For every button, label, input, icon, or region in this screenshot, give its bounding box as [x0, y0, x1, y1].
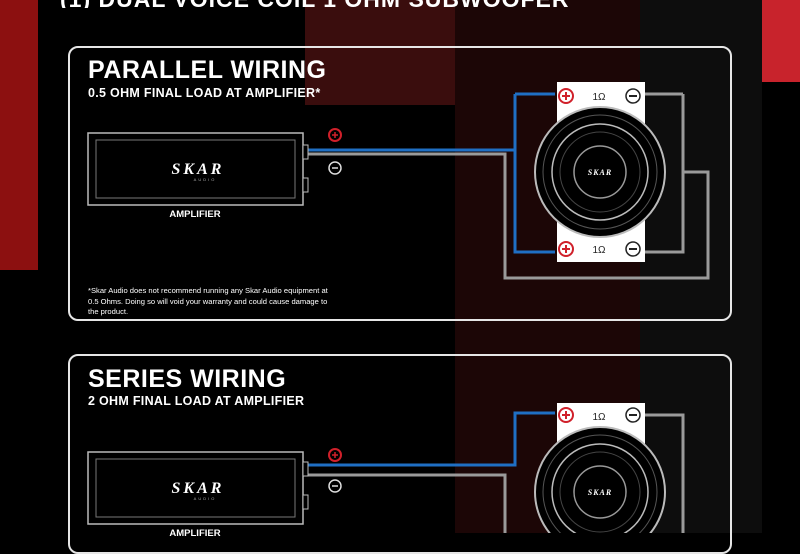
svg-text:1Ω: 1Ω: [592, 92, 606, 103]
wiring-diagram: SKAR AUDIO SKAR 1Ω 1Ω: [87, 82, 710, 533]
subwoofer-terminal-bottom: 1Ω: [558, 241, 641, 257]
background-red-bar-right: [762, 0, 800, 82]
subwoofer: SKAR: [534, 82, 666, 262]
plus-terminal-icon: [328, 128, 342, 142]
svg-text:SKAR: SKAR: [588, 488, 612, 497]
series-title: SERIES WIRING: [88, 365, 287, 393]
amplifier-label: AMPLIFIER: [169, 209, 221, 220]
svg-text:SKAR: SKAR: [172, 161, 225, 178]
skar-logo: SKAR AUDIO: [172, 480, 225, 501]
background-red-bar-left: [0, 0, 38, 270]
skar-logo: SKAR AUDIO: [172, 161, 225, 182]
minus-terminal-icon: [328, 161, 342, 175]
plus-terminal-icon: [328, 448, 342, 462]
subwoofer-terminal-top: 1Ω: [558, 407, 641, 423]
parallel-wiring-panel: [68, 46, 732, 321]
background-block: [305, 0, 455, 105]
page-banner: (1) DUAL VOICE COIL 1 OHM SUBWOOFER: [60, 0, 660, 8]
svg-text:AUDIO: AUDIO: [194, 177, 217, 182]
series-subtitle: 2 OHM FINAL LOAD AT AMPLIFIER: [88, 394, 305, 408]
subwoofer-terminal-top: 1Ω: [558, 88, 641, 104]
svg-text:1Ω: 1Ω: [592, 412, 606, 423]
positive-wire: [305, 411, 555, 467]
parallel-title: PARALLEL WIRING: [88, 56, 327, 84]
amplifier: [87, 132, 309, 206]
minus-terminal-icon: [328, 479, 342, 493]
footnote: *Skar Audio does not recommend running a…: [88, 286, 328, 316]
svg-text:SKAR: SKAR: [588, 168, 612, 177]
subwoofer: SKAR: [534, 403, 666, 533]
svg-text:SKAR: SKAR: [172, 480, 225, 497]
amplifier: [87, 451, 309, 525]
svg-text:AUDIO: AUDIO: [194, 496, 217, 501]
negative-wire: [305, 413, 685, 533]
svg-text:1Ω: 1Ω: [592, 245, 606, 256]
negative-wire: [305, 92, 710, 280]
parallel-subtitle: 0.5 OHM FINAL LOAD AT AMPLIFIER*: [88, 86, 321, 100]
positive-wire: [305, 92, 555, 254]
background-block: [640, 0, 762, 533]
